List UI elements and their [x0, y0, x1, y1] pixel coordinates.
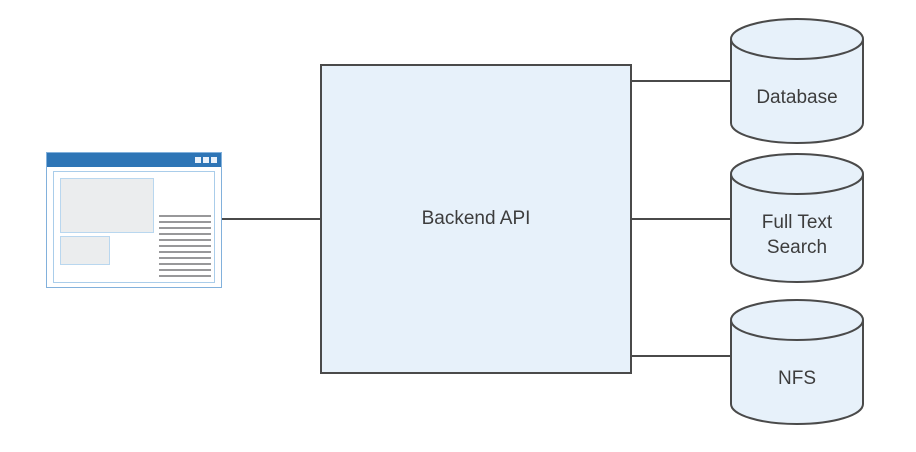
browser-titlebar [47, 153, 221, 167]
window-button-icon [195, 157, 201, 163]
backend-api-label: Backend API [421, 208, 531, 230]
window-button-icon [211, 157, 217, 163]
full-text-search-label: Full Text Search [761, 211, 833, 258]
cylinder-icon [730, 18, 864, 144]
edge-backend-to-nfs [631, 355, 731, 357]
browser-window-buttons-icon [195, 157, 217, 163]
node-nfs: NFS [730, 299, 864, 425]
nfs-label: NFS [778, 368, 816, 390]
edge-backend-to-database [631, 80, 731, 82]
database-label: Database [756, 87, 838, 109]
node-full-text-search: Full Text Search [730, 153, 864, 283]
client-node [46, 152, 222, 288]
node-backend-api: Backend API [320, 64, 632, 374]
edge-backend-to-full-text-search [631, 218, 731, 220]
browser-content-area [53, 171, 215, 283]
cylinder-icon [730, 153, 864, 283]
node-database: Database [730, 18, 864, 144]
text-lines-placeholder [159, 215, 211, 279]
content-placeholder-large [60, 178, 154, 233]
cylinder-icon [730, 299, 864, 425]
window-button-icon [203, 157, 209, 163]
edge-client-to-backend [221, 218, 321, 220]
content-placeholder-small [60, 236, 110, 265]
